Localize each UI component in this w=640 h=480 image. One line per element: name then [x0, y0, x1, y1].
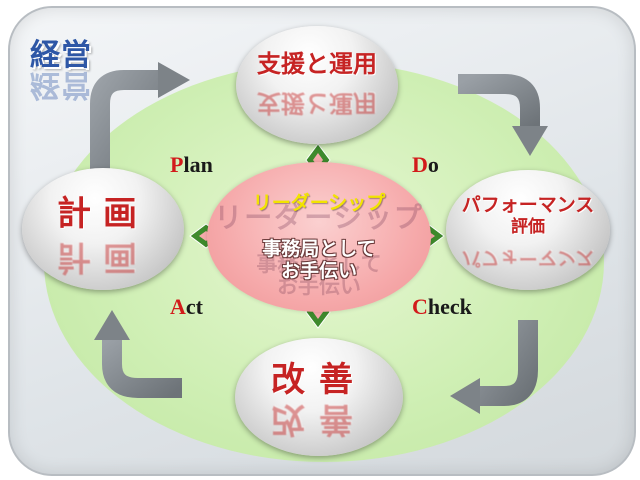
- node-support-operation: 支援と運用 支援と運用: [236, 26, 398, 144]
- phase-do-initial: D: [412, 152, 428, 177]
- phase-do-rest: o: [427, 152, 439, 177]
- node-improvement-reflection: 改善: [271, 399, 367, 439]
- node-improvement: 改善 改善: [235, 338, 403, 456]
- node-planning-reflection: 計画: [57, 237, 149, 277]
- node-performance-label-1: パフォーマンス: [461, 194, 595, 216]
- management-title-reflection: 経営: [30, 67, 92, 102]
- phase-act-rest: ct: [185, 294, 203, 319]
- phase-do: Do: [412, 152, 439, 178]
- arrow-plan-to-do: [458, 74, 548, 156]
- phase-act: Act: [170, 294, 203, 320]
- phase-check: Check: [412, 294, 472, 320]
- node-performance-evaluation: パフォーマンス 評価 パフォーマンス: [446, 170, 610, 290]
- leadership-title: リーダーシップ: [252, 192, 386, 214]
- center-text-line-2: お手伝い: [280, 260, 357, 282]
- phase-plan-rest: lan: [183, 152, 213, 177]
- phase-plan-initial: P: [170, 152, 184, 177]
- leadership-center: [207, 162, 431, 312]
- node-performance-label-2: 評価: [511, 217, 545, 237]
- node-improvement-label: 改善: [271, 360, 367, 400]
- node-support-operation-label: 支援と運用: [257, 50, 377, 78]
- node-planning-label: 計画: [57, 194, 149, 234]
- center-shadow-line-1: 事務局として: [256, 252, 382, 276]
- center-text-line-1: 事務局として: [262, 238, 376, 260]
- phase-act-initial: A: [170, 294, 186, 319]
- node-performance-reflection: パフォーマンス: [461, 247, 595, 269]
- arrow-act-to-plan-bottom: [94, 310, 182, 398]
- phase-check-initial: C: [412, 294, 428, 319]
- management-title: 経営: [30, 38, 92, 73]
- arrow-act-to-plan-top: [90, 62, 190, 170]
- phase-check-rest: heck: [427, 294, 472, 319]
- phase-plan: Plan: [170, 152, 213, 178]
- center-shadow-line-2: お手伝い: [277, 274, 361, 298]
- arrow-check-to-act: [450, 320, 538, 414]
- node-planning: 計画 計画: [22, 168, 184, 290]
- leadership-shadow-text: リーダーシップ: [214, 201, 424, 234]
- node-support-operation-reflection: 支援と運用: [257, 89, 377, 117]
